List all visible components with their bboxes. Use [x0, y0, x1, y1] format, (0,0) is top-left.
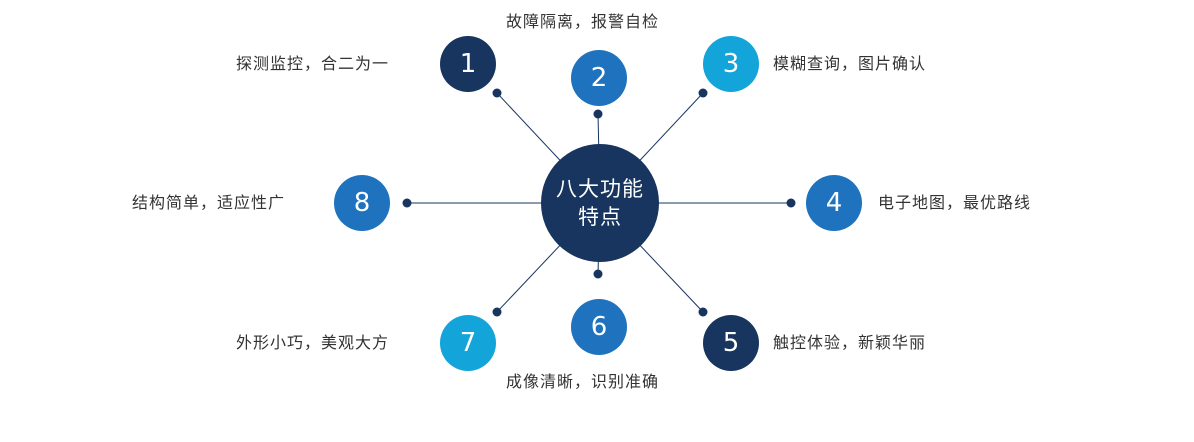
- feature-node-5: 5: [703, 315, 759, 371]
- feature-node-2: 2: [571, 50, 627, 106]
- feature-node-6: 6: [571, 299, 627, 355]
- center-title-line2: 特点: [578, 205, 622, 229]
- feature-node-7: 7: [440, 315, 496, 371]
- connector-dot-7: [492, 307, 502, 317]
- feature-label-3: 模糊查询，图片确认: [773, 54, 927, 73]
- center-title-line1: 八大功能: [556, 177, 644, 201]
- center-hub: 八大功能 特点: [541, 144, 659, 262]
- feature-label-8: 结构简单，适应性广: [132, 193, 286, 212]
- connector-dot-1: [492, 88, 502, 98]
- feature-node-4: 4: [806, 175, 862, 231]
- feature-node-1: 1: [440, 36, 496, 92]
- connector-dot-4: [786, 198, 796, 208]
- feature-node-3: 3: [703, 36, 759, 92]
- feature-label-5: 触控体验，新颖华丽: [773, 333, 927, 352]
- connector-dot-5: [698, 307, 708, 317]
- connector-dot-6: [593, 269, 603, 279]
- connector-dot-2: [593, 109, 603, 119]
- feature-label-6: 成像清晰，识别准确: [506, 372, 660, 391]
- connector-dot-8: [402, 198, 412, 208]
- feature-label-1: 探测监控，合二为一: [236, 54, 390, 73]
- feature-label-4: 电子地图，最优路线: [878, 193, 1032, 212]
- connector-dot-3: [698, 88, 708, 98]
- feature-label-7: 外形小巧，美观大方: [236, 333, 390, 352]
- feature-label-2: 故障隔离，报警自检: [506, 12, 660, 31]
- feature-node-8: 8: [334, 175, 390, 231]
